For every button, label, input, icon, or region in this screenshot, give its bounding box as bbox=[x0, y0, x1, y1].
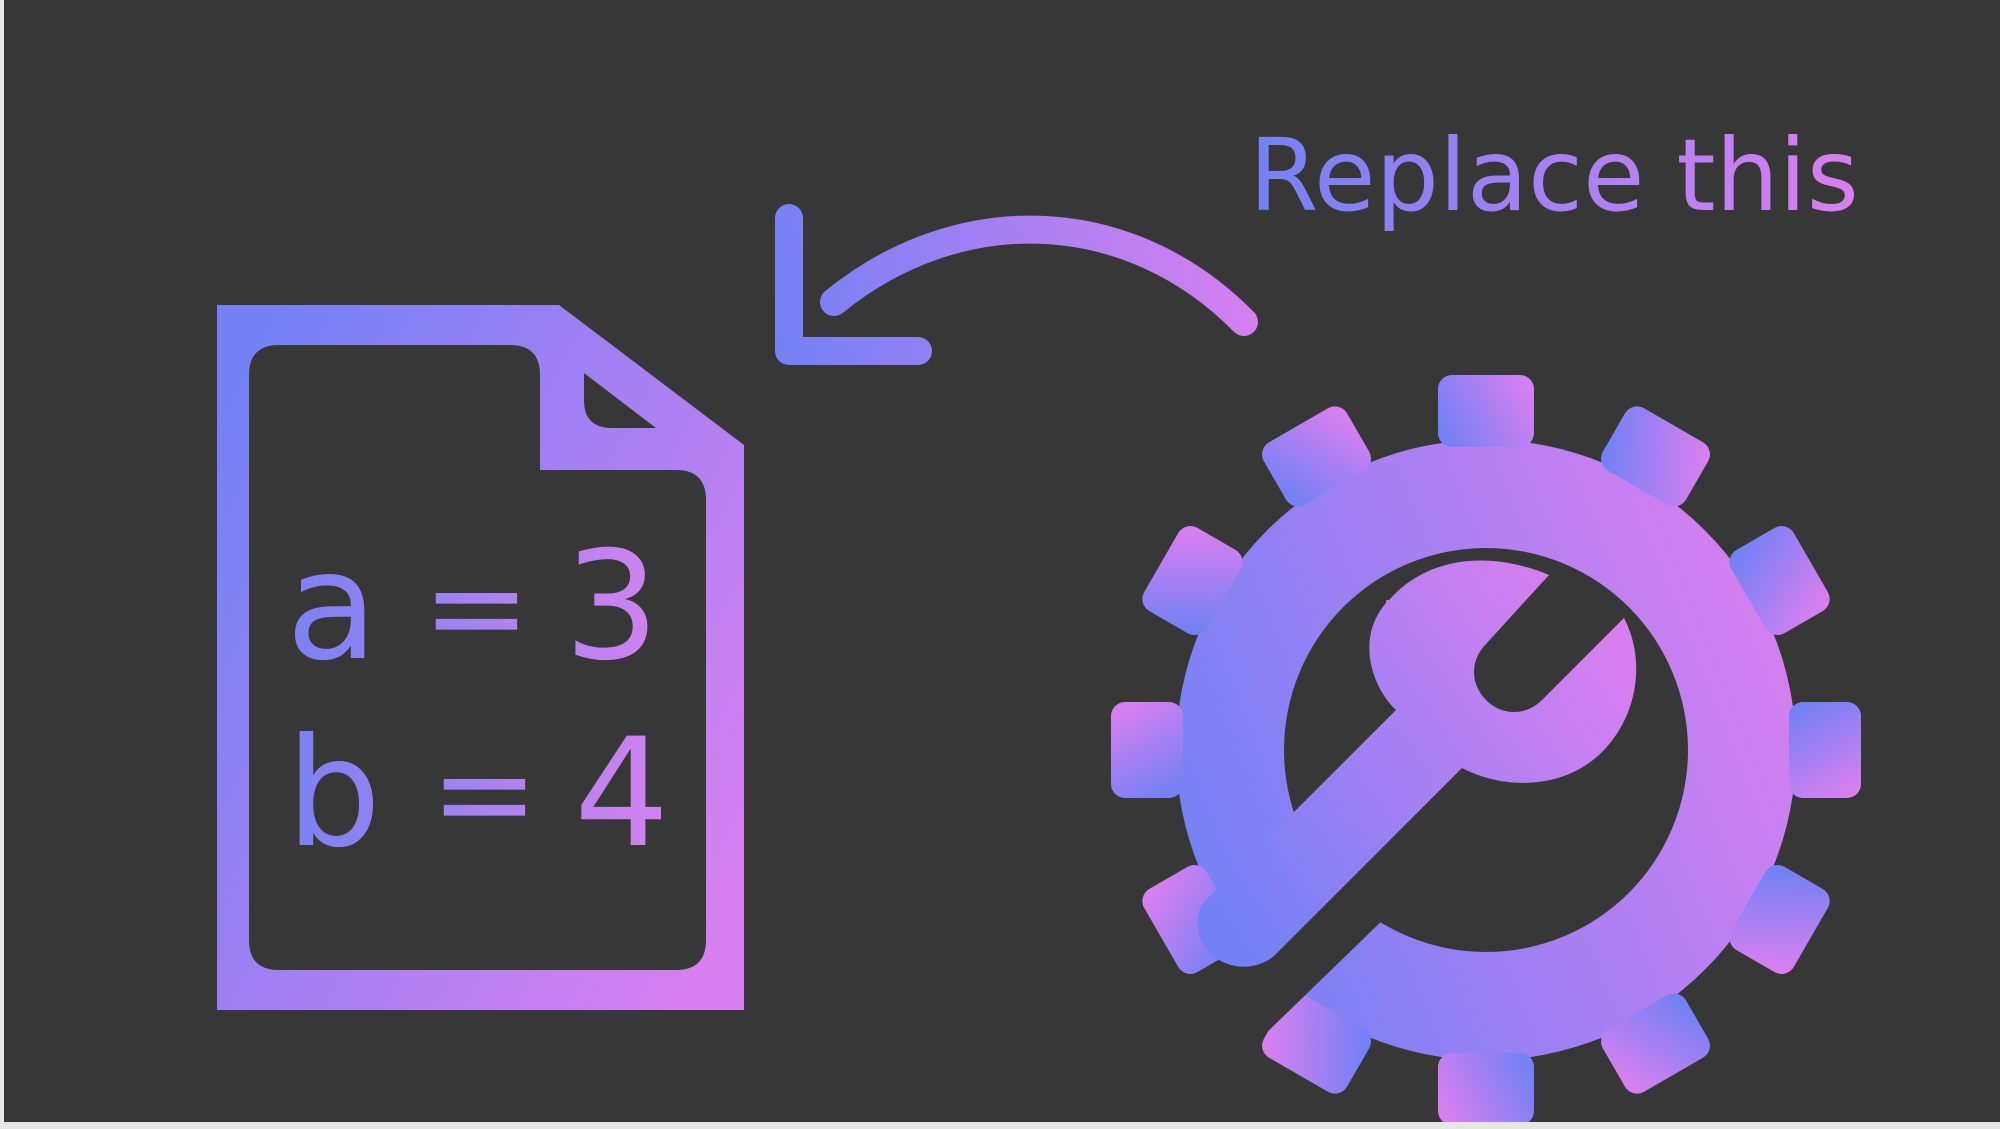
document-line-1: a = 3 bbox=[286, 520, 659, 694]
curved-arrow-icon bbox=[775, 204, 1258, 365]
value-4: 4 bbox=[574, 707, 669, 881]
value-3: 3 bbox=[564, 520, 659, 694]
frame-border bbox=[0, 0, 4, 1129]
caption-text: Replace this bbox=[1249, 117, 1859, 234]
diagram-canvas: Replace this a = 3 b = 4 bbox=[4, 0, 2000, 1122]
equals-sign: = bbox=[422, 531, 531, 683]
variable-name-b: b bbox=[286, 707, 381, 881]
document-line-2: b = 4 bbox=[286, 707, 669, 881]
diagram-scene: Replace this a = 3 b = 4 bbox=[217, 117, 1861, 1122]
equals-sign: = bbox=[430, 717, 539, 869]
wrench-icon bbox=[1197, 560, 1637, 967]
frame-border-bottom bbox=[0, 1122, 2000, 1129]
gear-teeth bbox=[1111, 375, 1861, 1122]
gear-wrench-icon bbox=[1111, 375, 1861, 1122]
variable-name-a: a bbox=[286, 520, 378, 694]
